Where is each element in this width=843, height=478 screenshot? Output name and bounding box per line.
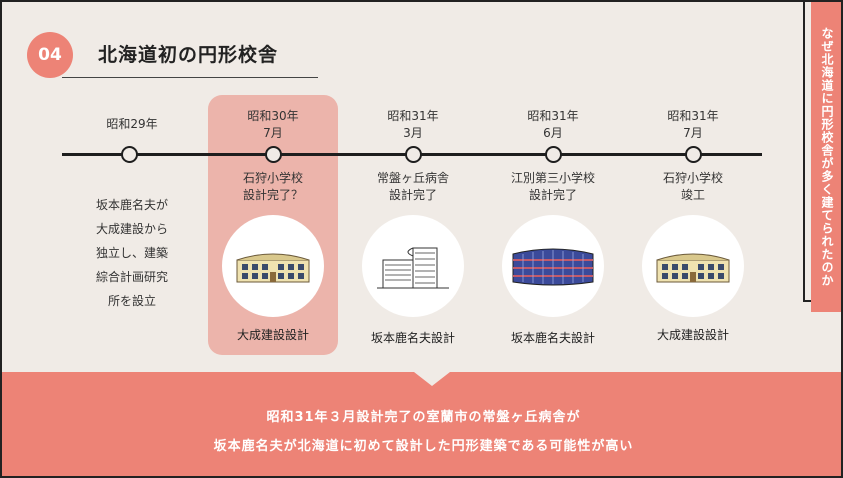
building-sketch-icon bbox=[656, 253, 730, 283]
event-2-date-line1: 昭和30年 bbox=[247, 109, 299, 123]
timeline-dot-4 bbox=[545, 146, 562, 163]
event-5-desc-line2: 竣工 bbox=[680, 188, 705, 202]
event-4-description: 江別第三小学校 設計完了 bbox=[488, 170, 618, 204]
timeline-dot-1 bbox=[121, 146, 138, 163]
ishikari-school-image bbox=[222, 215, 324, 317]
blue-rotunda-icon bbox=[512, 248, 594, 286]
ebetsu-school-image bbox=[502, 215, 604, 317]
timeline-dot-2 bbox=[265, 146, 282, 163]
event-3-date-line1: 昭和31年 bbox=[387, 109, 439, 123]
event-3-date: 昭和31年 3月 bbox=[348, 108, 478, 142]
event-4-date: 昭和31年 6月 bbox=[488, 108, 618, 142]
event-5-desc-line1: 石狩小学校 bbox=[662, 171, 723, 185]
event-1-date: 昭和29年 bbox=[67, 116, 197, 133]
event-3-desc-line2: 設計完了 bbox=[388, 188, 437, 202]
event-3-description: 常盤ヶ丘病舎 設計完了 bbox=[348, 170, 478, 204]
event-3-date-line2: 3月 bbox=[403, 126, 423, 140]
event-4-date-line1: 昭和31年 bbox=[527, 109, 579, 123]
event-2-date: 昭和30年 7月 bbox=[208, 108, 338, 142]
conclusion-line-2: 坂本鹿名夫が北海道に初めて設計した円形建築である可能性が高い bbox=[213, 439, 634, 454]
event-1-desc-line: 大成建設から bbox=[95, 222, 168, 236]
conclusion-notch bbox=[414, 372, 450, 386]
side-banner: なぜ北海道に円形校舎が多く建てられたのか bbox=[811, 2, 841, 312]
ishikari-school-completed-image bbox=[642, 215, 744, 317]
timeline-dot-3 bbox=[405, 146, 422, 163]
event-1-desc-line: 綜合計画研究 bbox=[95, 270, 168, 284]
event-5-date: 昭和31年 7月 bbox=[628, 108, 758, 142]
page-title: 北海道初の円形校舎 bbox=[98, 44, 279, 66]
conclusion-band bbox=[2, 372, 841, 476]
timeline-dot-5 bbox=[685, 146, 702, 163]
event-2-description: 石狩小学校 設計完了？ bbox=[208, 170, 338, 204]
event-2-designer: 大成建設設計 bbox=[236, 328, 309, 342]
event-1-date-line1: 昭和29年 bbox=[106, 117, 158, 131]
event-4-desc-line1: 江別第三小学校 bbox=[510, 171, 595, 185]
event-4-date-line2: 6月 bbox=[543, 126, 563, 140]
event-5-designer: 大成建設設計 bbox=[656, 328, 729, 342]
conclusion-line-1: 昭和31年３月設計完了の室蘭市の常盤ヶ丘病舎が bbox=[266, 410, 581, 425]
event-4-desc-line2: 設計完了 bbox=[528, 188, 577, 202]
tower-sketch-icon bbox=[377, 247, 449, 289]
event-1-desc-line: 所を設立 bbox=[107, 294, 156, 308]
event-1-desc-line: 独立し、建築 bbox=[95, 246, 168, 260]
building-sketch-icon bbox=[236, 253, 310, 283]
event-2-date-line2: 7月 bbox=[263, 126, 283, 140]
event-1-desc-line: 坂本鹿名夫が bbox=[95, 198, 168, 212]
event-5-date-line2: 7月 bbox=[683, 126, 703, 140]
event-4-designer: 坂本鹿名夫設計 bbox=[510, 331, 595, 345]
title-underline bbox=[62, 77, 318, 78]
event-5-date-line1: 昭和31年 bbox=[667, 109, 719, 123]
event-3-desc-line1: 常盤ヶ丘病舎 bbox=[376, 171, 449, 185]
tokiwagaoka-ward-image bbox=[362, 215, 464, 317]
event-5-description: 石狩小学校 竣工 bbox=[628, 170, 758, 204]
event-2-desc-line1: 石狩小学校 bbox=[242, 171, 303, 185]
event-2-desc-line2: 設計完了？ bbox=[242, 188, 303, 202]
event-1-description: 坂本鹿名夫が 大成建設から 独立し、建築 綜合計画研究 所を設立 bbox=[82, 193, 182, 313]
event-3-designer: 坂本鹿名夫設計 bbox=[370, 331, 455, 345]
section-number-badge: 04 bbox=[27, 32, 73, 78]
